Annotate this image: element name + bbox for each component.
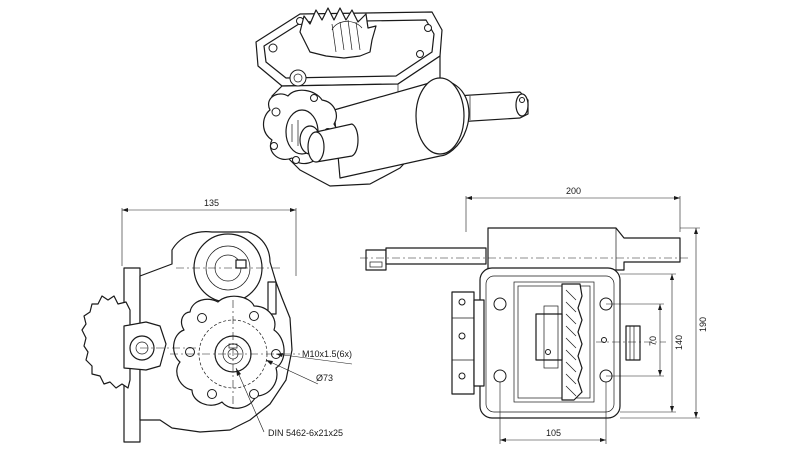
dim-70-label: 70 bbox=[648, 336, 658, 346]
side-gear bbox=[81, 295, 131, 389]
dim-135-label: 135 bbox=[204, 198, 219, 208]
top-gear bbox=[299, 7, 377, 59]
dim-140-label: 140 bbox=[674, 335, 684, 350]
dim-190-label: 190 bbox=[698, 317, 708, 332]
dim-200-label: 200 bbox=[566, 186, 581, 196]
iso-pto-flange bbox=[262, 89, 359, 165]
iso-output-shaft bbox=[455, 91, 529, 123]
front-view: 200 bbox=[360, 186, 708, 444]
dim-105-label: 105 bbox=[546, 428, 561, 438]
isometric-view bbox=[255, 7, 529, 187]
side-view: 135 bbox=[81, 198, 353, 443]
spline-label: DIN 5462-6x21x25 bbox=[268, 428, 343, 438]
thread-label: M10x1.5(6x) bbox=[302, 349, 352, 359]
front-gear bbox=[561, 283, 583, 401]
bolt-circle-label: Ø73 bbox=[316, 373, 333, 383]
